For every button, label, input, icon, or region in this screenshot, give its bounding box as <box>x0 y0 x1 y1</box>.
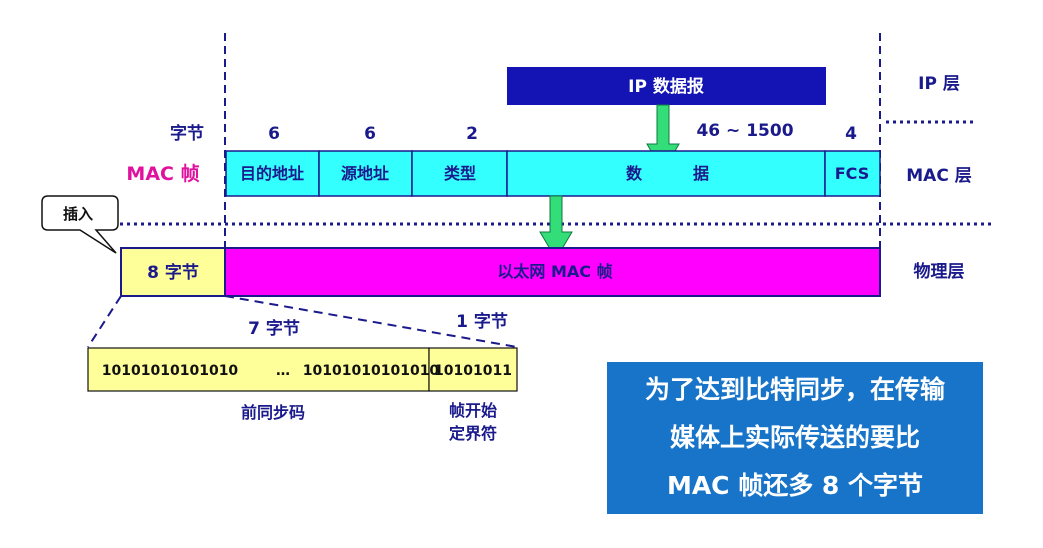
byte-count-dst: 6 <box>268 124 280 144</box>
field-data-label-right: 据 <box>693 164 709 183</box>
insert-bubble <box>41 195 119 254</box>
byte-count-data: 46 ~ 1500 <box>696 121 793 141</box>
preamble-8-bytes-label: 8 字节 <box>147 262 199 283</box>
field-data-box <box>506 150 826 197</box>
preamble-name: 前同步码 <box>241 403 305 422</box>
field-type-box <box>411 150 508 197</box>
sfd-1-byte-label: 1 字节 <box>456 311 508 332</box>
preamble-8-bytes-box <box>120 247 226 297</box>
insert-bubble-label: 插入 <box>63 205 93 223</box>
sfd-name-line2: 定界符 <box>448 424 497 443</box>
explanation-line-3: MAC 帧还多 8 个字节 <box>666 471 924 500</box>
preamble-bits-box <box>87 347 430 392</box>
field-dst-label: 目的地址 <box>240 164 304 183</box>
field-src-label: 源地址 <box>341 164 389 183</box>
explanation-line-1: 为了达到比特同步，在传输 <box>644 375 945 404</box>
ethernet-frame-label: 以太网 MAC 帧 <box>497 262 612 281</box>
byte-label: 字节 <box>170 123 204 144</box>
preamble-ellipsis: … <box>276 363 290 379</box>
sfd-name-line1: 帧开始 <box>449 401 497 420</box>
explanation-line-2: 媒体上实际传送的要比 <box>669 423 920 452</box>
zoom-right-dash <box>224 295 518 348</box>
ip-datagram-label: IP 数据报 <box>628 76 704 97</box>
field-type-label: 类型 <box>444 164 476 183</box>
field-fcs-box <box>824 150 881 197</box>
layer-label-phy: 物理层 <box>914 261 965 282</box>
byte-count-fcs: 4 <box>845 124 857 144</box>
explanation-callout: 为了达到比特同步，在传输 媒体上实际传送的要比 MAC 帧还多 8 个字节 <box>607 362 983 514</box>
sfd-bits: 10101011 <box>434 363 512 379</box>
layer-label-ip: IP 层 <box>918 74 960 94</box>
layer-label-mac: MAC 层 <box>906 166 971 186</box>
byte-count-src: 6 <box>364 124 376 144</box>
sfd-bits-box <box>428 347 518 392</box>
mac-to-phy-arrow <box>539 195 573 260</box>
preamble-bits-left: 10101010101010 <box>102 363 239 379</box>
byte-count-type: 2 <box>466 124 478 144</box>
ethernet-frame-box <box>224 247 881 297</box>
field-fcs-label: FCS <box>835 164 870 183</box>
mac-frame-label: MAC 帧 <box>126 162 199 185</box>
zoom-left-dash <box>87 295 122 348</box>
preamble-bits-right: 10101010101010 <box>303 363 440 379</box>
preamble-7-bytes-label: 7 字节 <box>248 318 300 339</box>
ip-datagram-box <box>507 67 826 105</box>
field-data-label-left: 数 <box>626 164 643 183</box>
